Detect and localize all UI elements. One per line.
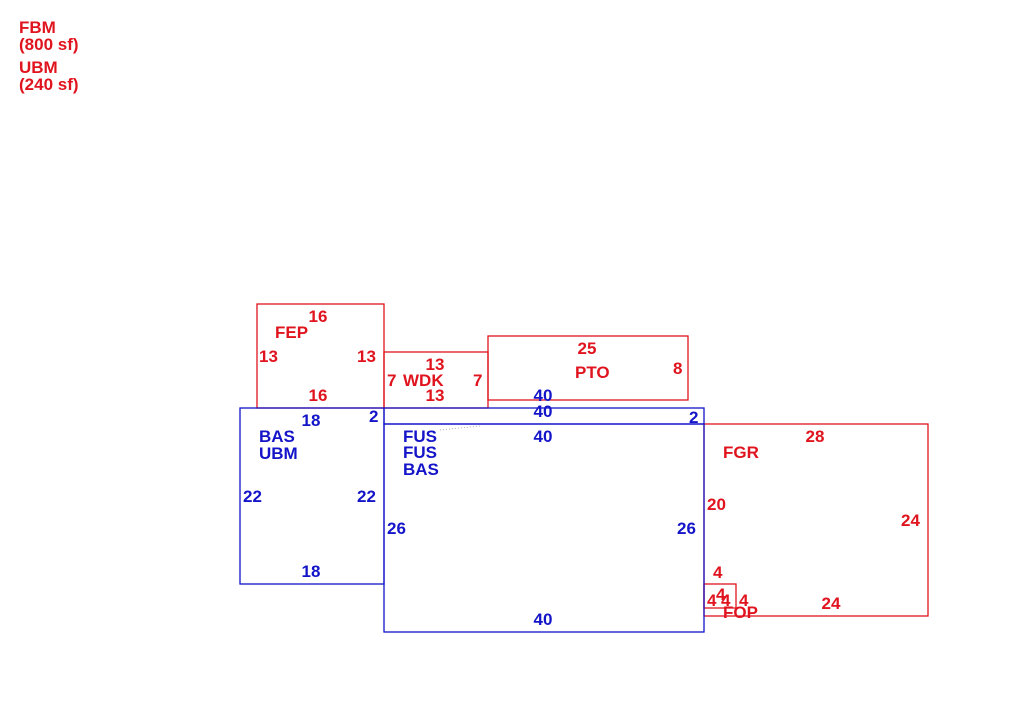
fgr-right-dim: 24	[901, 511, 920, 530]
fep-top-dim: 16	[309, 307, 328, 326]
fep-code: FEP	[275, 323, 308, 342]
legend-fbm: FBM (800 sf)	[19, 19, 79, 53]
wdk-left-dim: 7	[387, 371, 396, 390]
main-block-code-fus-2: FUS	[403, 443, 437, 462]
fgr-small-dim: 4	[713, 563, 723, 582]
left-block-code-ubm: UBM	[259, 444, 298, 463]
main-block-code-fus-1: FUS	[403, 427, 437, 446]
legend-ubm-area: (240 sf)	[19, 75, 79, 94]
wdk-code: WDK	[403, 371, 444, 390]
dotted-connector	[439, 425, 481, 431]
fop-dim-4: 4	[739, 591, 749, 610]
fop-dim-1: 4	[707, 591, 717, 610]
main-block-top-dim: 40	[534, 427, 553, 446]
pto-right-dim: 8	[673, 359, 682, 378]
pto-code: PTO	[575, 363, 610, 382]
wdk-right-dim: 7	[473, 371, 482, 390]
fgr-bottom-dim: 24	[822, 594, 841, 613]
wdk-bottom-dim: 13	[426, 386, 445, 405]
left-block-left-dim: 22	[243, 487, 262, 506]
left-block-top-right-dim: 2	[369, 407, 378, 426]
main-block-code-bas: BAS	[403, 460, 439, 479]
legend-ubm: UBM (240 sf)	[19, 59, 79, 93]
wdk-top-dim: 13	[426, 355, 445, 374]
fop-dim-3: 4	[721, 591, 731, 610]
fgr-code: FGR	[723, 443, 759, 462]
left-block-top-dim: 18	[302, 411, 321, 430]
pto-top-dim: 25	[578, 339, 597, 358]
main-block-bottom-dim: 40	[534, 610, 553, 629]
left-block-bottom-dim: 18	[302, 562, 321, 581]
left-block-right-dim: 22	[357, 487, 376, 506]
fgr-left-dim: 20	[707, 495, 726, 514]
main-block-right-dim: 26	[677, 519, 696, 538]
fep-right-dim: 13	[357, 347, 376, 366]
fop-dim-2: 4	[716, 585, 726, 604]
legend-fbm-code: FBM	[19, 18, 56, 37]
main-block-left-dim: 26	[387, 519, 406, 538]
legend-ubm-code: UBM	[19, 58, 58, 77]
legend-fbm-area: (800 sf)	[19, 35, 79, 54]
fep-bottom-dim: 16	[309, 386, 328, 405]
pto-bottom-dim: 40	[534, 386, 553, 405]
strip-right-dim: 2	[689, 408, 698, 427]
pto-outline	[487, 335, 689, 401]
strip-top-dim: 40	[534, 402, 553, 421]
left-block-code-bas: BAS	[259, 427, 295, 446]
fep-left-dim: 13	[259, 347, 278, 366]
fop-code: FOP	[723, 603, 758, 622]
fgr-top-dim: 28	[806, 427, 825, 446]
main-block-outline	[383, 423, 705, 633]
